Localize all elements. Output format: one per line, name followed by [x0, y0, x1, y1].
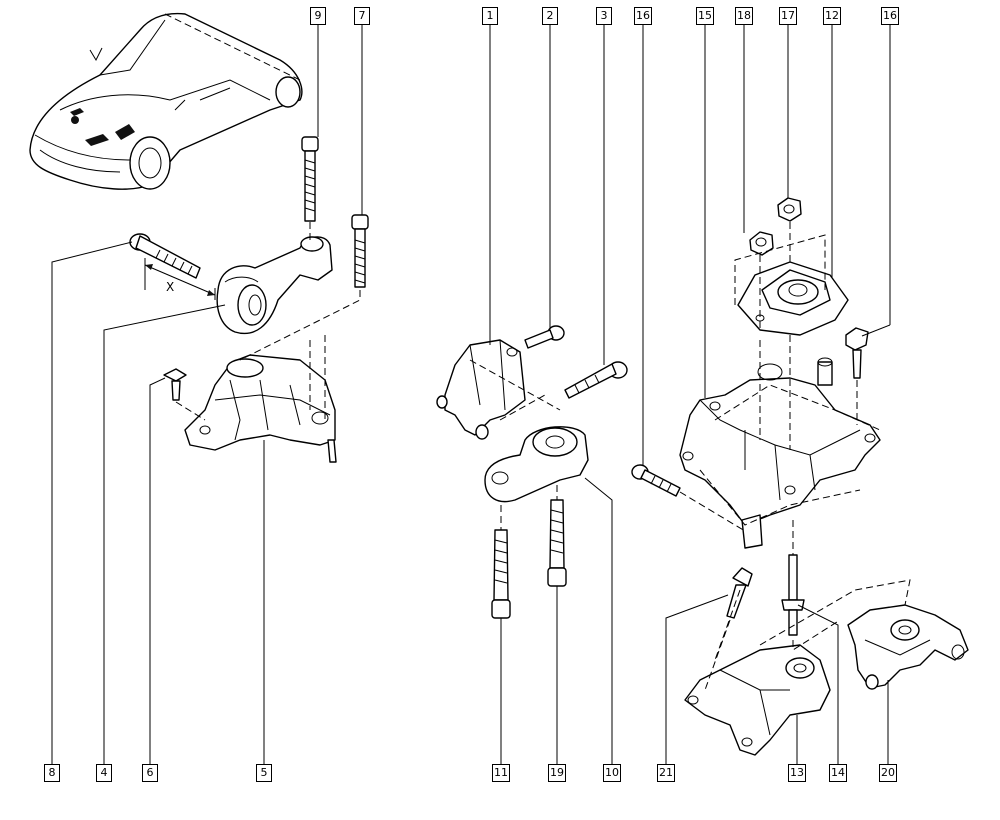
bolt-16-left-drawing: [631, 464, 681, 497]
callout-2: 2: [542, 7, 558, 25]
callout-18: 18: [735, 7, 753, 25]
bracket-13-drawing: [684, 644, 831, 756]
callout-8: 8: [44, 764, 60, 782]
engine-mount-middle-group: [436, 325, 761, 619]
engine-mount-left-group: [129, 136, 369, 463]
nut-18-drawing: [749, 231, 774, 256]
callout-10: 10: [603, 764, 621, 782]
car-locator-illustration: [29, 12, 303, 190]
callout-17: 17: [779, 7, 797, 25]
callout-3: 3: [596, 7, 612, 25]
screw-2-drawing: [524, 325, 565, 349]
callout-5: 5: [256, 764, 272, 782]
bolt-19-drawing: [547, 499, 567, 587]
callout-21: 21: [657, 764, 675, 782]
callout-9: 9: [310, 7, 326, 25]
callout-13: 13: [788, 764, 806, 782]
dimension-x-label: X: [166, 280, 175, 294]
bolt-9-drawing: [301, 136, 319, 222]
mount-10-drawing: [484, 426, 589, 503]
arm-20-drawing: [847, 604, 969, 690]
leader-lines: [51, 24, 891, 764]
bolt-3-drawing: [564, 361, 628, 399]
bolt-8-drawing: [129, 233, 201, 279]
callout-11: 11: [492, 764, 510, 782]
bolt-21-drawing: [726, 567, 753, 619]
bracket-5-drawing: [184, 354, 337, 463]
callout-19: 19: [548, 764, 566, 782]
bracket-1-drawing: [436, 339, 526, 440]
bolt-7-drawing: [351, 214, 369, 288]
screw-6-drawing: [163, 368, 187, 401]
callout-20: 20: [879, 764, 897, 782]
nut-17-drawing: [777, 197, 802, 222]
callout-6: 6: [142, 764, 158, 782]
callout-1: 1: [482, 7, 498, 25]
pad-12-drawing: [737, 261, 849, 336]
torque-rod-4-drawing: [216, 236, 333, 335]
callout-14: 14: [829, 764, 847, 782]
support-15-drawing: [679, 357, 881, 549]
callout-16-top-right: 16: [881, 7, 899, 25]
callout-4: 4: [96, 764, 112, 782]
bolt-11-drawing: [491, 529, 511, 619]
callout-16-top-left: 16: [634, 7, 652, 25]
callout-12: 12: [823, 7, 841, 25]
callout-15: 15: [696, 7, 714, 25]
engine-mount-right-group: [679, 197, 969, 756]
callout-7: 7: [354, 7, 370, 25]
screw-16-right-drawing: [845, 327, 869, 379]
stud-14-drawing: [781, 554, 805, 636]
